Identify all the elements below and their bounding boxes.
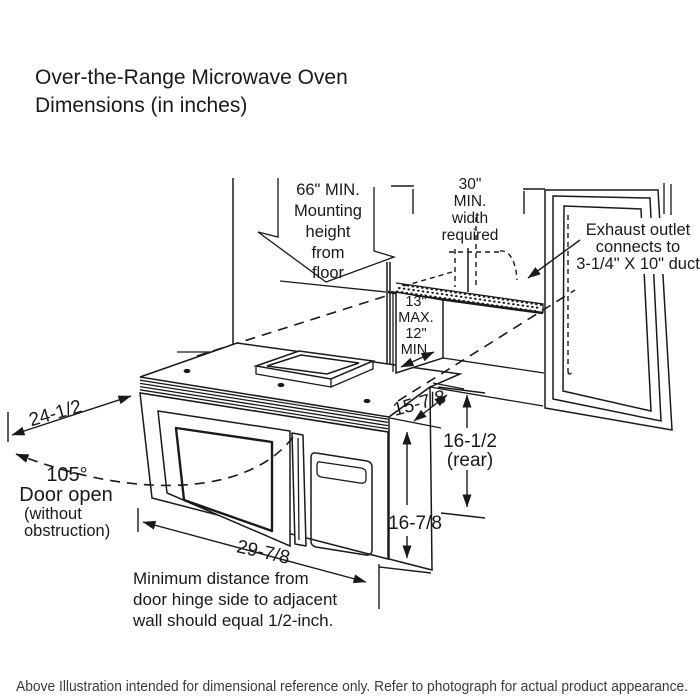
width-30-extension-lines (391, 185, 545, 214)
label-width-required: 30" MIN. width required (442, 176, 499, 244)
depth-dim-label: 24-1/2 (27, 396, 85, 431)
front-height-label: 16-7/8 (388, 513, 442, 534)
hidden-sight-line-lower (397, 289, 576, 402)
exhaust-label-backdrop (572, 218, 700, 274)
exhaust-line2: connects to (596, 238, 680, 256)
mount-hole-dot (183, 368, 191, 374)
label-exhaust-outlet: Exhaust outlet connects to 3-1/4" X 10" … (576, 221, 700, 273)
mounting-height-arrow (257, 178, 397, 283)
front-height-extension-line (378, 566, 432, 574)
top-depth-extension-lines (389, 382, 465, 429)
mounting-reference-line (279, 280, 387, 293)
door-note-line1: (without (24, 505, 82, 523)
rear-wall-corner-lines (386, 262, 391, 372)
mounting-label-line2: Mounting (294, 202, 362, 220)
mounting-label-line3: height (306, 223, 351, 241)
slab-stipple (402, 284, 543, 306)
footer-disclaimer: Above Illustration intended for dimensio… (16, 678, 688, 695)
door-angle-label: 105° (46, 464, 87, 486)
mounting-label-line5: floor (312, 264, 345, 282)
top-depth-arrow (413, 394, 448, 422)
exhaust-line3: 3-1/4" X 10" duct (576, 255, 700, 273)
rear-height-extension-lines (437, 386, 486, 519)
depth13-line1: 13" (405, 294, 426, 310)
depth13-line2: MAX. (398, 310, 433, 326)
width30-line4: required (442, 227, 499, 244)
page-title-line2: Dimensions (in inches) (35, 94, 247, 117)
door-open-label: Door open (19, 484, 112, 506)
door-note-line2: obstruction) (24, 522, 110, 540)
width30-line2: MIN. (454, 193, 487, 210)
hinge-note-line2: door hinge side to adjacent (133, 590, 337, 609)
mounting-label-line4: from (312, 244, 345, 262)
right-wall-inner-frame (562, 205, 652, 412)
mounting-label-line1: 66" MIN. (296, 181, 360, 199)
page-title-line1: Over-the-Range Microwave Oven (35, 66, 348, 89)
rear-height-sublabel: (rear) (447, 450, 493, 471)
counter-edge-lines (429, 357, 545, 407)
vent-grille-lines (139, 379, 389, 430)
depth13-line3: 12" (405, 326, 426, 342)
door-swing-arc (15, 436, 294, 487)
width-dim-arrow (142, 520, 367, 584)
mount-hole-dot (363, 398, 371, 404)
width30-line3: width (451, 210, 488, 227)
exhaust-adapter-inner (266, 354, 360, 375)
hinge-note-line1: Minimum distance from (133, 569, 309, 588)
cabinet-depth-arrow (400, 351, 435, 368)
rear-height-label: 16-1/2 (443, 431, 497, 452)
right-wall-return-edges (663, 183, 672, 215)
control-panel-display (316, 461, 367, 484)
slab-stipple (398, 287, 541, 309)
duct-hidden-lines (403, 217, 500, 289)
label-hinge-note: Minimum distance from door hinge side to… (132, 569, 337, 630)
exhaust-adapter-depth-edges (255, 361, 374, 388)
slab-stipple (396, 290, 539, 313)
width-dim-ticks (137, 508, 380, 609)
wall-hidden-line-hook (567, 369, 575, 375)
exhaust-line1: Exhaust outlet (586, 221, 691, 239)
mount-hole-dot (277, 382, 285, 388)
label-mounting-height: 66" MIN. Mounting height from floor (294, 181, 362, 282)
depth-dim-arrow (11, 395, 132, 436)
duct-damper-curve (499, 250, 518, 281)
width30-line1: 30" (459, 176, 482, 193)
microwave-top-face (139, 342, 463, 418)
hinge-note-line3: wall should equal 1/2-inch. (132, 611, 333, 630)
exhaust-pointer-arrow (527, 239, 581, 279)
